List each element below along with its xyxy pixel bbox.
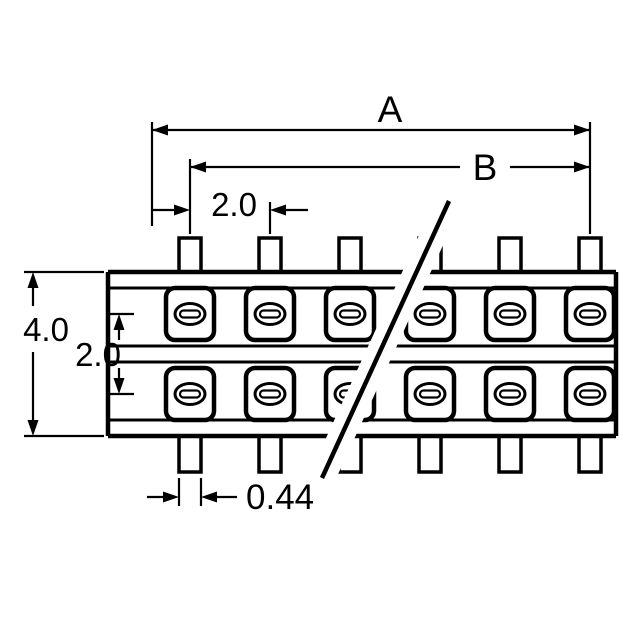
dim-pitch: 2.0: [152, 186, 308, 234]
dim-a: A: [150, 89, 592, 234]
contact-window: [246, 288, 294, 340]
dim-height: 4.0: [23, 270, 104, 438]
bottom-pin: [497, 433, 523, 474]
row-spacing-label: 2.0: [75, 336, 121, 373]
lower-contact-row: [166, 368, 614, 420]
contact-window: [326, 288, 374, 340]
contact-window: [166, 288, 214, 340]
contact-window: [246, 368, 294, 420]
bottom-pins: [177, 433, 603, 474]
contact-window: [406, 368, 454, 420]
arrowhead: [27, 420, 39, 436]
height-label: 4.0: [23, 311, 69, 348]
arrowhead: [201, 491, 217, 503]
contact-window: [566, 288, 614, 340]
break-line: [310, 195, 461, 484]
bottom-pin: [417, 433, 443, 474]
dim-b-label: B: [473, 147, 498, 188]
pitch-label: 2.0: [211, 186, 257, 223]
top-pin: [337, 236, 363, 275]
arrowhead: [190, 161, 206, 173]
dim-a-label: A: [378, 89, 403, 130]
bottom-pin: [257, 433, 283, 474]
arrowhead: [27, 272, 39, 288]
top-pin: [577, 236, 603, 275]
dim-b: B: [188, 147, 590, 234]
contact-window: [486, 368, 534, 420]
contact-window: [166, 368, 214, 420]
arrowhead: [574, 124, 590, 136]
arrowhead: [113, 314, 125, 330]
contact-window: [486, 288, 534, 340]
dim-row-spacing: 2.0: [75, 312, 134, 396]
top-pin: [257, 236, 283, 275]
bottom-pin: [177, 433, 203, 474]
arrowhead: [574, 161, 590, 173]
bottom-pin: [577, 433, 603, 474]
top-pins: [177, 236, 603, 275]
arrowhead: [163, 491, 179, 503]
top-pin: [497, 236, 523, 275]
arrowhead: [152, 124, 168, 136]
dim-pin-width: 0.44: [147, 478, 314, 517]
arrowhead: [113, 378, 125, 394]
arrowhead: [174, 204, 190, 216]
contact-window: [566, 368, 614, 420]
pin-width-label: 0.44: [246, 478, 314, 517]
top-pin: [177, 236, 203, 275]
arrowhead: [270, 204, 286, 216]
